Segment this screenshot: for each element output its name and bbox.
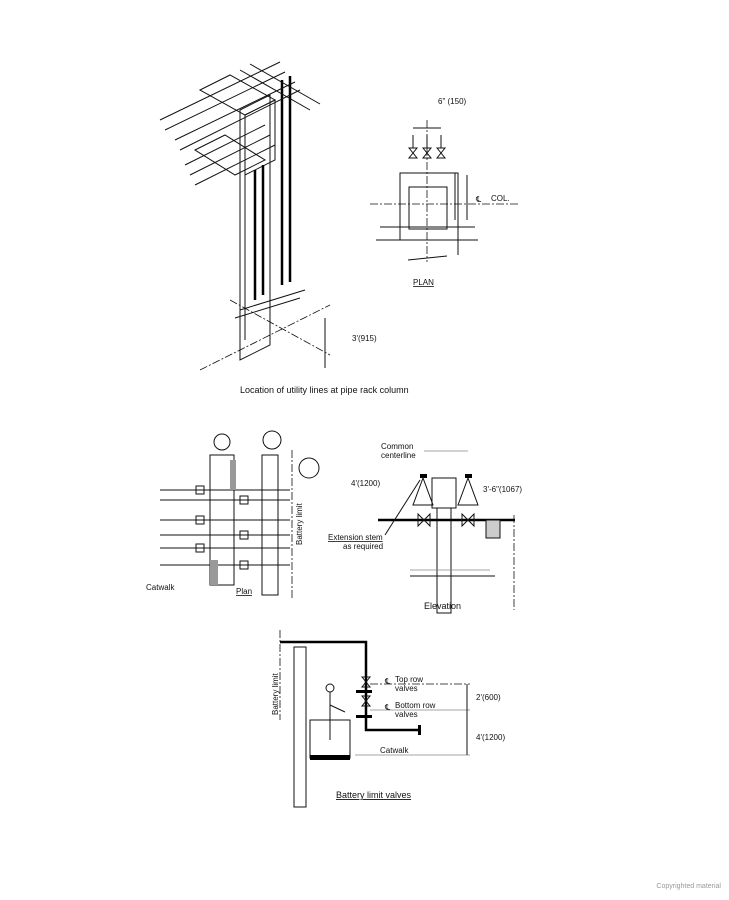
centerline-symbol: ℄ <box>475 195 482 204</box>
copyright-notice: Copyrighted material <box>656 883 721 890</box>
battery-limit-valves-drawing: ℄ ℄ Top row valves Bottom row valves 2'(… <box>271 630 505 808</box>
top-row-label-2: valves <box>395 684 418 693</box>
isometric-column-drawing: 3'(915) <box>159 61 377 371</box>
top-centerline-symbol: ℄ <box>384 677 391 686</box>
battery-limit-label: Battery limit <box>271 672 280 715</box>
spacing-dimension: 6" (150) <box>438 97 467 106</box>
plan-title: Plan <box>236 587 252 596</box>
bottom-row-label-2: valves <box>395 710 418 719</box>
left-dimension: 4'(1200) <box>351 479 380 488</box>
common-centerline-label: Common <box>381 442 413 451</box>
figure1-caption: Location of utility lines at pipe rack c… <box>240 385 409 395</box>
common-centerline-label-2: centerline <box>381 451 416 460</box>
bottom-row-label: Bottom row <box>395 701 436 710</box>
catwalk-label: Catwalk <box>146 583 175 592</box>
top-dimension: 2'(600) <box>476 693 501 702</box>
elevation-title: Elevation <box>424 601 461 611</box>
right-dimension: 3'-6"(1067) <box>483 485 522 494</box>
figure3-title: Battery limit valves <box>336 790 412 800</box>
plan-title: PLAN <box>413 278 434 287</box>
column-plan-drawing: 6" (150) ℄ COL. PLAN <box>370 97 520 287</box>
battery-limit-plan-drawing: Battery limit Catwalk Plan <box>146 430 320 600</box>
top-row-label: Top row <box>395 675 423 684</box>
battery-limit-label: Battery limit <box>295 502 304 545</box>
column-label: COL. <box>491 194 510 203</box>
extension-stem-label: Extension stem <box>328 533 383 542</box>
catwalk-label: Catwalk <box>380 746 409 755</box>
extension-stem-label-2: as required <box>343 542 383 551</box>
bottom-centerline-symbol: ℄ <box>384 703 391 712</box>
elevation-drawing: Common centerline 4'(1200) 3'-6"(1067) E… <box>328 442 522 614</box>
iso-height-dimension: 3'(915) <box>352 334 377 343</box>
bottom-dimension: 4'(1200) <box>476 733 505 742</box>
